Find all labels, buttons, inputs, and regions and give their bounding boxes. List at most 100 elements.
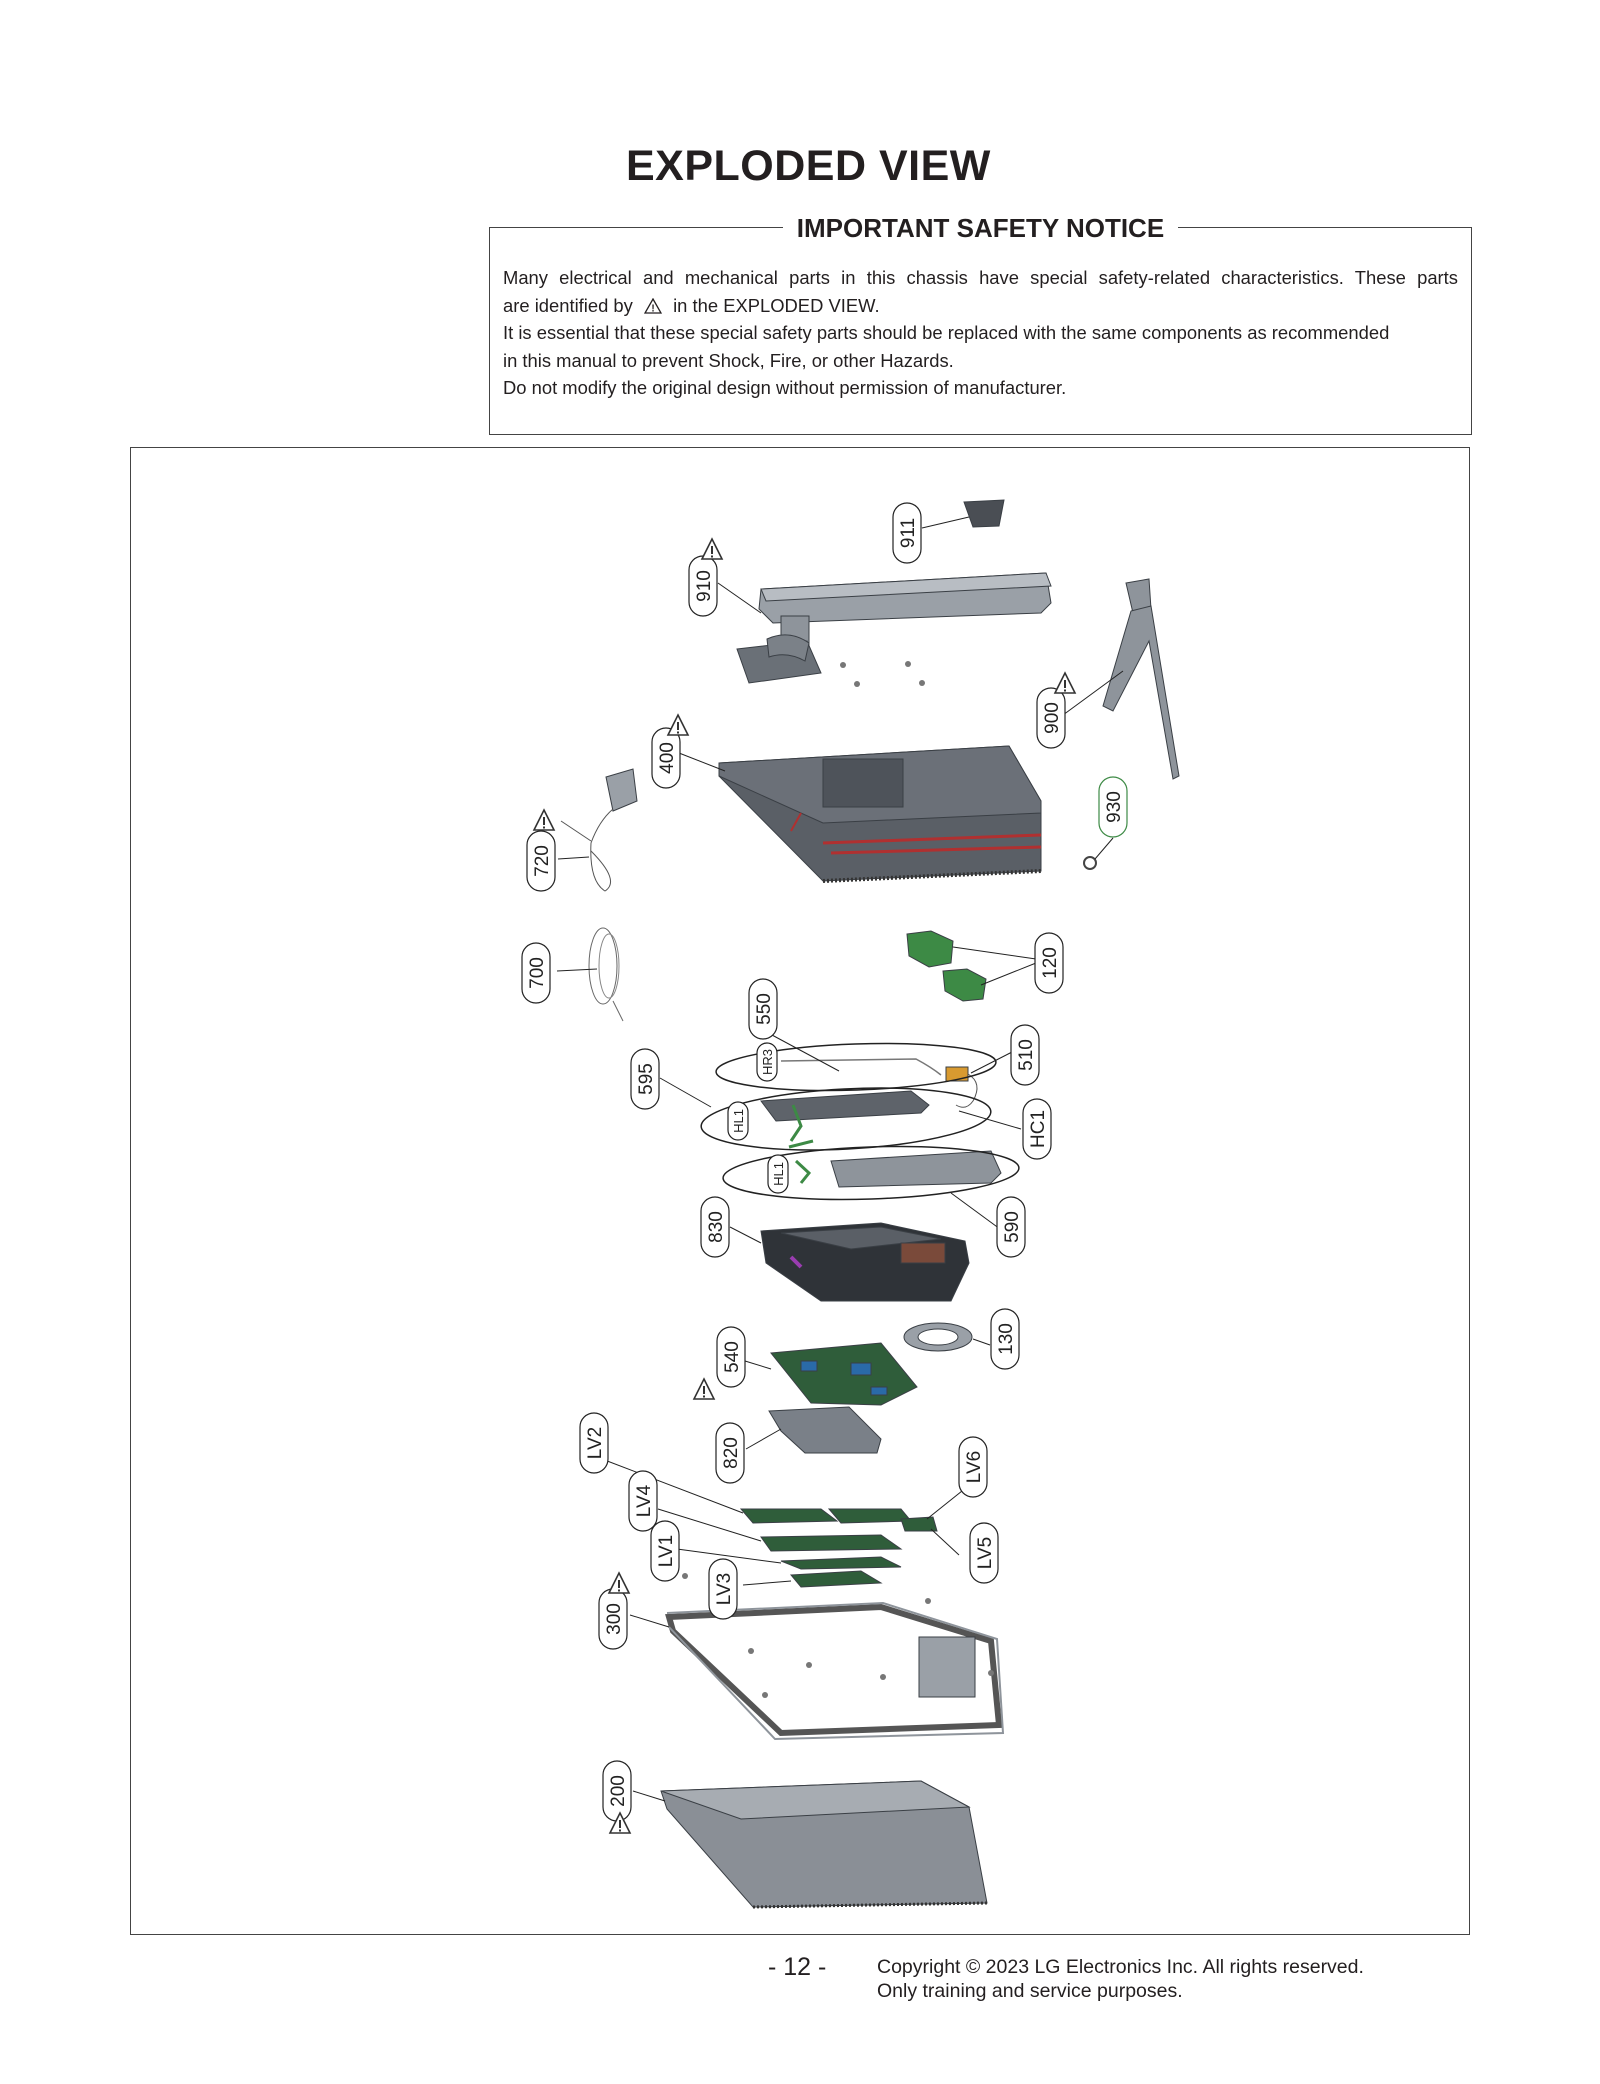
part-label-outline (630, 1048, 660, 1110)
screws-910 (840, 661, 925, 687)
part-label-outline (628, 1470, 658, 1532)
part-label-outline (767, 1154, 789, 1194)
page-number: - 12 - (768, 1953, 827, 1981)
part-590-drawing (794, 1150, 1002, 1188)
part-label-300: 300 (598, 1588, 628, 1650)
part-label-text: 830 (706, 1211, 727, 1243)
part-595-drawing (760, 1090, 930, 1149)
part-label-text: 540 (722, 1341, 743, 1373)
part-label-550: 550 (748, 978, 778, 1040)
part-label-outline (715, 1422, 745, 1484)
warning-triangle-icon: ! (643, 297, 663, 314)
part-label-lv6: LV6 (958, 1436, 988, 1498)
part-label-outline (756, 1042, 778, 1082)
warning-triangle-icon-910 (701, 538, 723, 560)
part-label-outline (526, 830, 556, 892)
part-label-lv3: LV3 (708, 1558, 738, 1620)
part-label-outline (892, 502, 922, 564)
part-label-820: 820 (715, 1422, 745, 1484)
notice-line-1: Many electrical and mechanical parts in … (503, 267, 1458, 288)
leader-lines (556, 516, 1124, 1802)
page-title: EXPLODED VIEW (626, 142, 991, 190)
part-label-hr3: HR3 (756, 1042, 778, 1082)
part-label-text: HR3 (760, 1049, 775, 1075)
part-label-text: 720 (532, 845, 553, 877)
warning-triangle-icon-540 (693, 1378, 715, 1400)
part-label-930: 930 (1098, 776, 1128, 838)
part-label-text: LV5 (975, 1537, 996, 1569)
warning-triangle-icon-900 (1054, 672, 1076, 694)
part-label-120: 120 (1034, 932, 1064, 994)
part-label-text: 590 (1002, 1211, 1023, 1243)
part-label-900: 900 (1036, 687, 1066, 749)
part-700-drawing (588, 927, 624, 1022)
part-label-hc1: HC1 (1022, 1098, 1052, 1160)
part-label-text: 130 (996, 1323, 1017, 1355)
part-130-drawing (903, 1322, 973, 1352)
part-550-drawing (780, 1058, 978, 1108)
part-label-outline (996, 1196, 1026, 1258)
part-label-400: 400 (651, 727, 681, 789)
safety-notice-heading: IMPORTANT SAFETY NOTICE (782, 213, 1179, 243)
part-label-outline (1036, 687, 1066, 749)
safety-notice-text: Many electrical and mechanical parts in … (503, 264, 1458, 402)
part-label-text: 595 (636, 1063, 657, 1095)
notice-line-5: Do not modify the original design withou… (503, 377, 1067, 398)
part-540-drawing (770, 1342, 918, 1406)
part-720-drawing (560, 768, 638, 892)
part-label-outline (651, 727, 681, 789)
part-label-outline (521, 942, 551, 1004)
part-label-outline (579, 1412, 609, 1474)
part-930-drawing (1083, 856, 1097, 870)
part-830-drawing (760, 1222, 970, 1302)
part-label-595: 595 (630, 1048, 660, 1110)
part-label-text: LV2 (585, 1427, 606, 1459)
part-label-text: LV1 (656, 1535, 677, 1567)
part-label-text: 400 (657, 742, 678, 774)
part-label-text: 300 (604, 1603, 625, 1635)
part-label-510: 510 (1010, 1024, 1040, 1086)
part-120-drawing (906, 930, 987, 1002)
part-label-outline (727, 1101, 749, 1141)
parts-artwork (560, 499, 1180, 1909)
part-label-130: 130 (990, 1308, 1020, 1370)
usage-text: Only training and service purposes. (877, 1980, 1183, 2002)
svg-text:!: ! (651, 303, 654, 314)
screws-lv (682, 1573, 931, 1604)
part-label-outline (990, 1308, 1020, 1370)
part-200-drawing (660, 1780, 988, 1909)
notice-line-4: in this manual to prevent Shock, Fire, o… (503, 349, 954, 371)
part-label-text: 820 (721, 1437, 742, 1469)
harness-ellipses (700, 1042, 1020, 1201)
part-label-lv4: LV4 (628, 1470, 658, 1532)
part-911-drawing (963, 499, 1005, 528)
part-label-200: 200 (602, 1760, 632, 1822)
part-label-text: HL1 (731, 1109, 746, 1133)
part-label-hl1: HL1 (767, 1154, 789, 1194)
part-label-text: 700 (527, 957, 548, 989)
part-label-text: 911 (898, 518, 919, 548)
part-label-text: LV4 (634, 1484, 655, 1517)
part-label-text: 910 (694, 570, 715, 602)
part-label-text: HC1 (1028, 1110, 1049, 1148)
part-label-text: 200 (608, 1775, 629, 1807)
part-label-540: 540 (716, 1326, 746, 1388)
safety-notice-box: IMPORTANT SAFETY NOTICE Many electrical … (489, 213, 1472, 435)
part-label-text: 900 (1042, 702, 1063, 734)
footer-copyright: Copyright © 2023 LG Electronics Inc. All… (877, 1955, 1364, 2003)
part-label-911: 911 (892, 502, 922, 564)
part-300-drawing (665, 1601, 1005, 1741)
part-label-text: 930 (1104, 791, 1125, 823)
part-label-lv5: LV5 (969, 1522, 999, 1584)
part-820-drawing (768, 1406, 882, 1454)
part-400-drawing (718, 745, 1042, 883)
part-label-910: 910 (688, 555, 718, 617)
warning-triangle-icon-300 (608, 1572, 630, 1594)
notice-line-3: It is essential that these special safet… (503, 322, 1390, 343)
lvds-cables-drawing (739, 1508, 938, 1588)
warning-triangle-icon-720 (533, 809, 555, 831)
part-label-text: LV6 (964, 1451, 985, 1483)
part-label-outline (969, 1522, 999, 1584)
